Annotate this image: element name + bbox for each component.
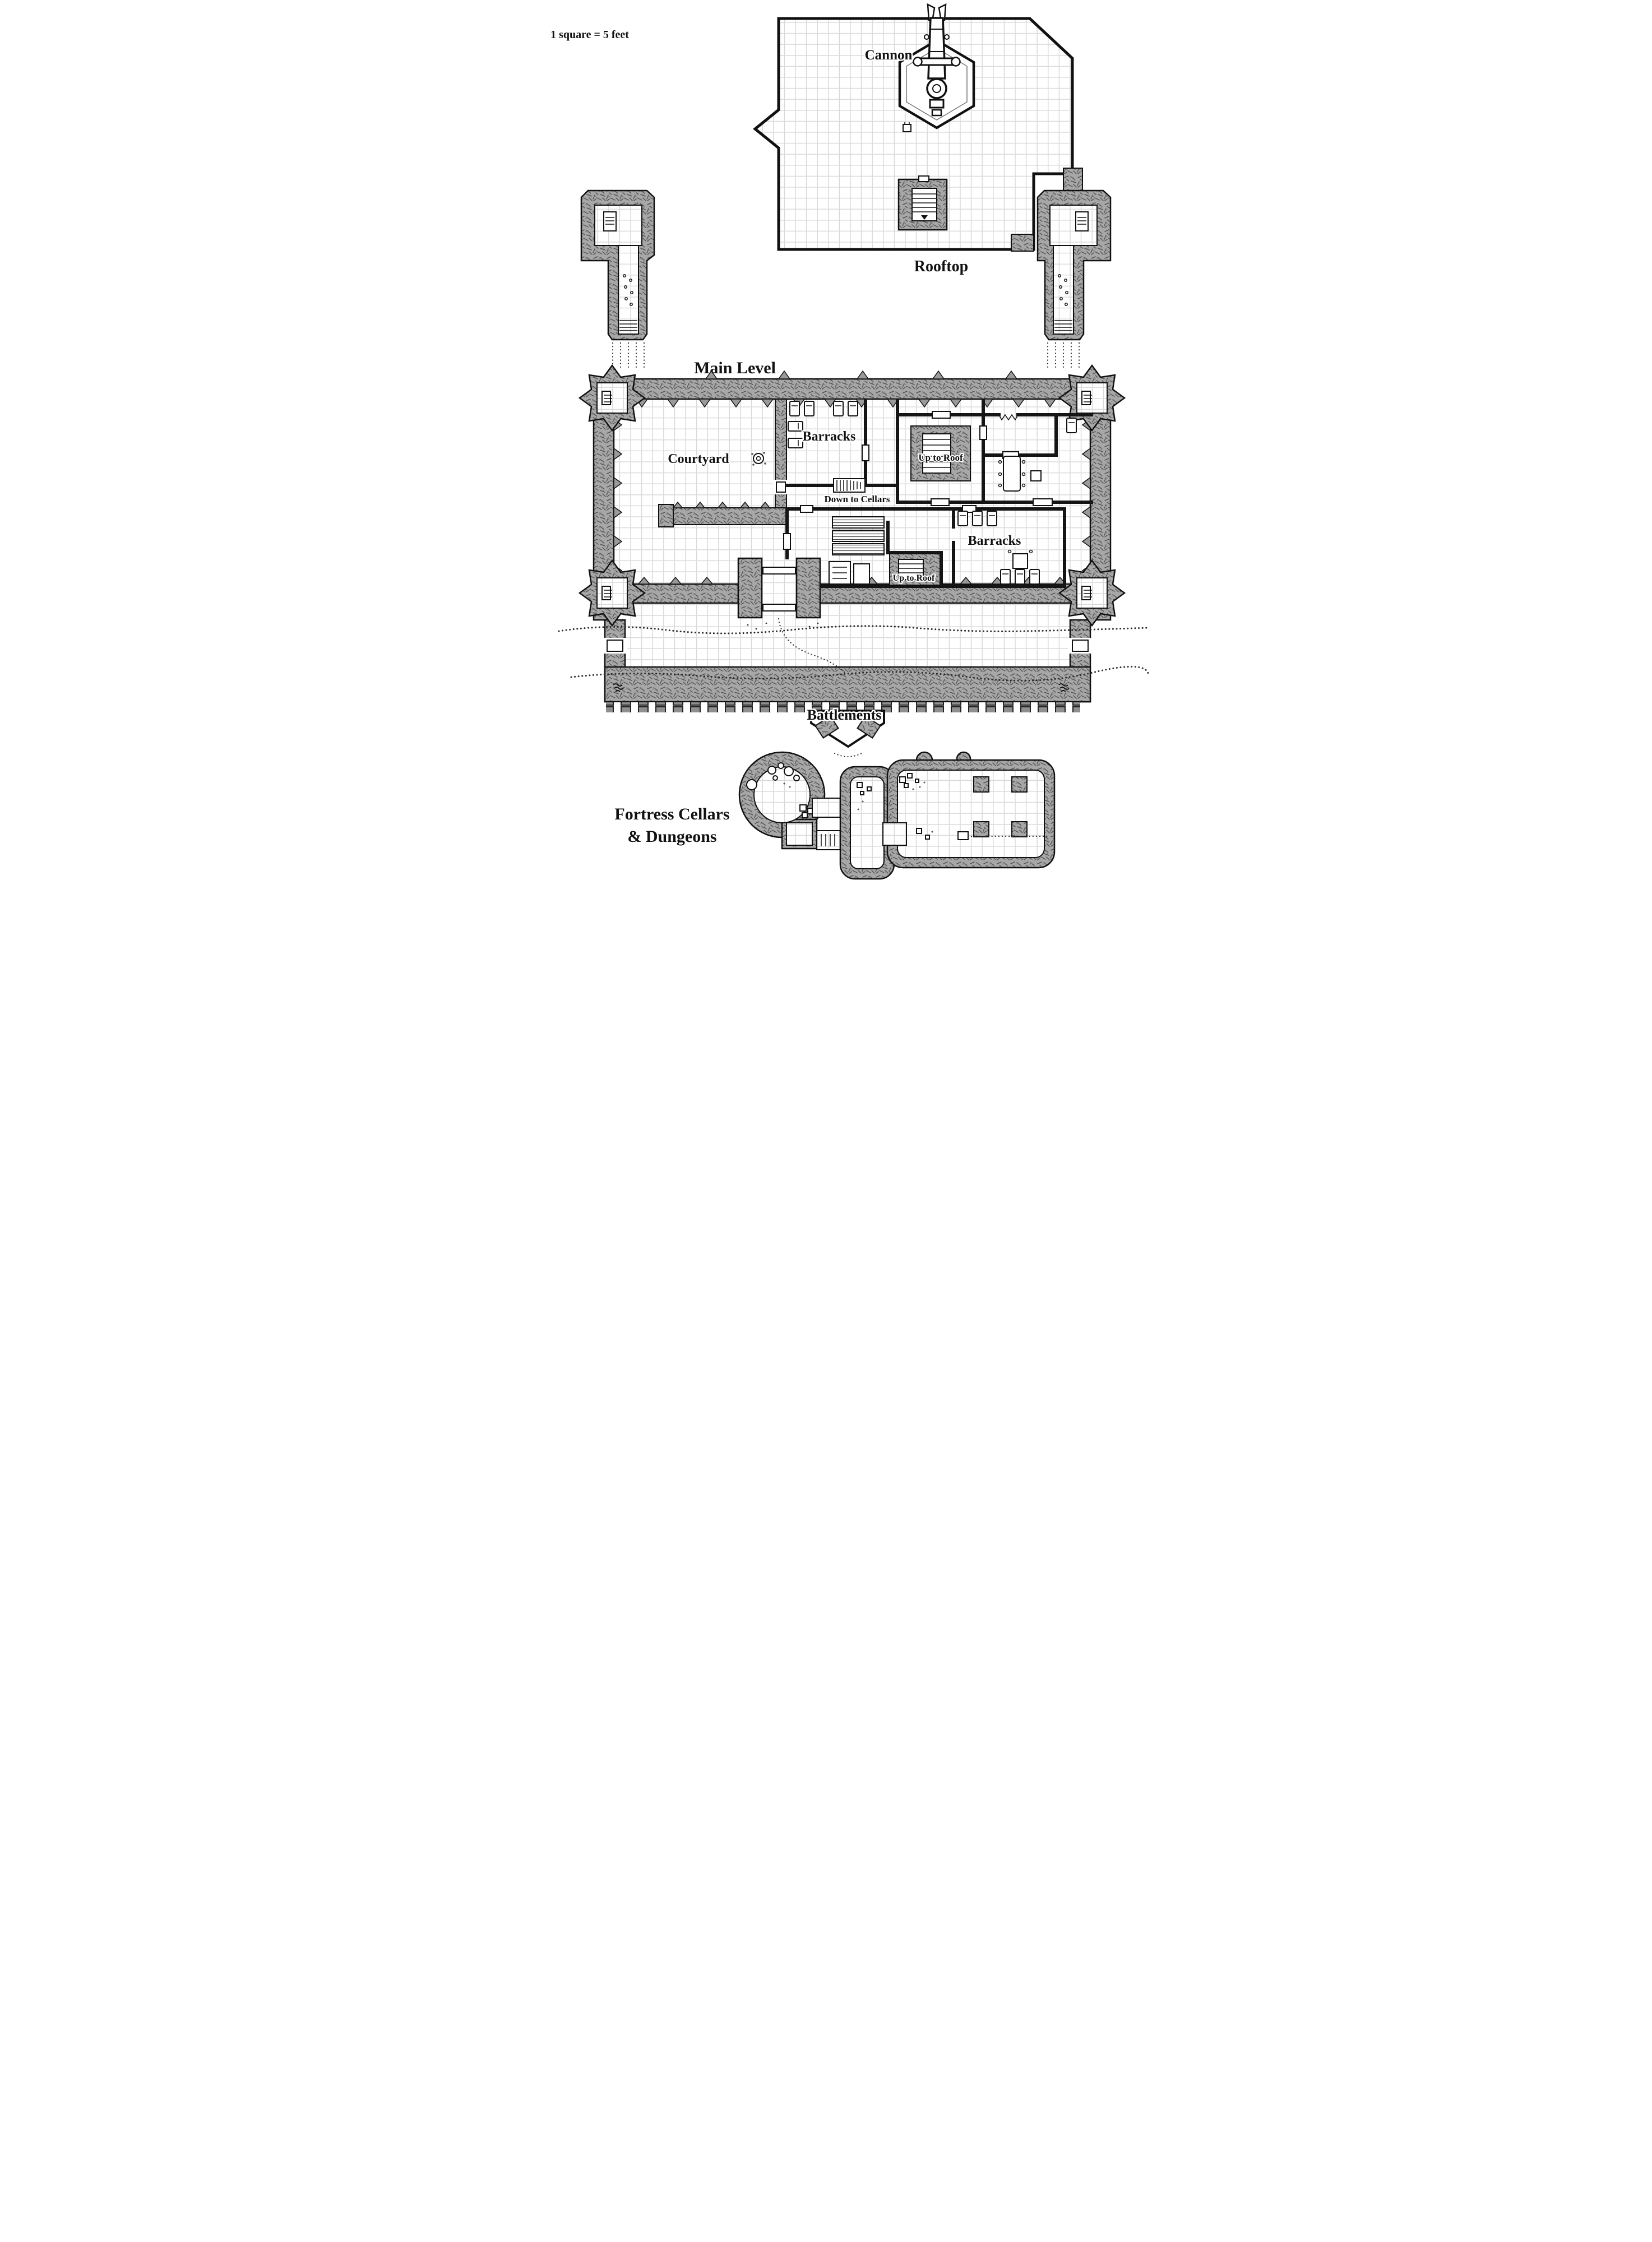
upper-right-tower: [1036, 189, 1112, 371]
wall-teeth-right: [1081, 418, 1091, 577]
courtyard-label: Courtyard: [668, 452, 729, 466]
tower-northwest: [579, 364, 646, 432]
main-level: Courtyard: [558, 364, 1150, 758]
cellar-middle-chamber: [839, 766, 895, 880]
down-to-cellars-label: Down to Cellars: [824, 494, 890, 504]
hall-connector: [882, 822, 907, 846]
fortress-map: 1 square = 5 feet: [498, 0, 1154, 890]
main-level-label: Main Level: [694, 359, 776, 377]
up-to-roof-north-label: Up to Roof: [918, 452, 963, 463]
tower-dots: [1058, 274, 1068, 306]
south-rooms-walls: [785, 507, 1066, 588]
tower-southeast: [1058, 559, 1126, 627]
curtain-zigzag: [998, 414, 1019, 421]
fortress-map-svg: 1 square = 5 feet: [549, 3, 1150, 880]
tower-stairs: [619, 320, 637, 331]
tower-stairs: [1054, 320, 1072, 331]
tower-southwest: [579, 559, 646, 627]
battlements-label: Battlements: [807, 707, 882, 723]
rooftop-label: Rooftop: [914, 258, 968, 275]
cellar-east-hall: [882, 751, 1056, 869]
south-gate: [810, 710, 885, 758]
tower-footprint-dots: [1047, 342, 1080, 371]
cellar-west-chamber: [738, 751, 826, 850]
cellars-label-line1: Fortress Cellars: [614, 805, 729, 823]
south-barracks-beds: [957, 511, 1040, 585]
terrain-line-2: [570, 665, 1150, 682]
terrace-floor: [623, 594, 1070, 667]
tower-footprint-dots: [612, 342, 645, 371]
cannon-label: Cannon: [865, 48, 913, 63]
stairs-up-south: [889, 553, 941, 586]
cellars-label-line2: & Dungeons: [627, 827, 716, 846]
terrain-speckles: [747, 622, 819, 630]
well-icon: [751, 452, 766, 466]
north-rooms-walls: [785, 399, 1093, 504]
barracks-south-label: Barracks: [968, 534, 1021, 548]
rooftop-crate-marks: [904, 122, 910, 124]
crate: [1030, 470, 1042, 481]
up-to-roof-south-label: Up to Roof: [893, 573, 935, 583]
divider-door: [776, 481, 786, 493]
wall-teeth-left: [613, 418, 623, 577]
rooftop-wall-block: [1011, 234, 1034, 252]
courtyard-l-wall: [658, 501, 787, 527]
rooftop-wall-block-right: [1063, 168, 1083, 193]
officers-table: [998, 456, 1026, 492]
gatehouse: [737, 557, 821, 619]
bunk-tables: [829, 516, 885, 585]
north-rooms-doors: [862, 411, 1053, 506]
terrain-line-1: [558, 625, 1150, 634]
crenellation-row: [606, 702, 1080, 712]
tower-dots: [623, 274, 633, 306]
rooftop-crate: [903, 124, 911, 132]
rooftop-stairwell: [897, 175, 948, 231]
postern-doors: [603, 638, 1093, 654]
stairs-down-to-cellars: [833, 478, 866, 493]
gate-path-dots: [778, 618, 846, 674]
wall-teeth-top-outer: [705, 370, 1018, 379]
small-room-bed: [1066, 418, 1077, 433]
scale-note: 1 square = 5 feet: [550, 29, 629, 41]
cellars-level: Fortress Cellars & Dungeons: [613, 751, 1056, 880]
cannon-icon: [898, 3, 975, 129]
upper-left-tower: [580, 189, 655, 371]
stairs-up-north: [910, 425, 971, 481]
south-rooms-doors: [783, 505, 977, 550]
rooftop-level: Cannon Rooftop: [753, 3, 1083, 277]
barracks-north-label: Barracks: [803, 429, 856, 444]
